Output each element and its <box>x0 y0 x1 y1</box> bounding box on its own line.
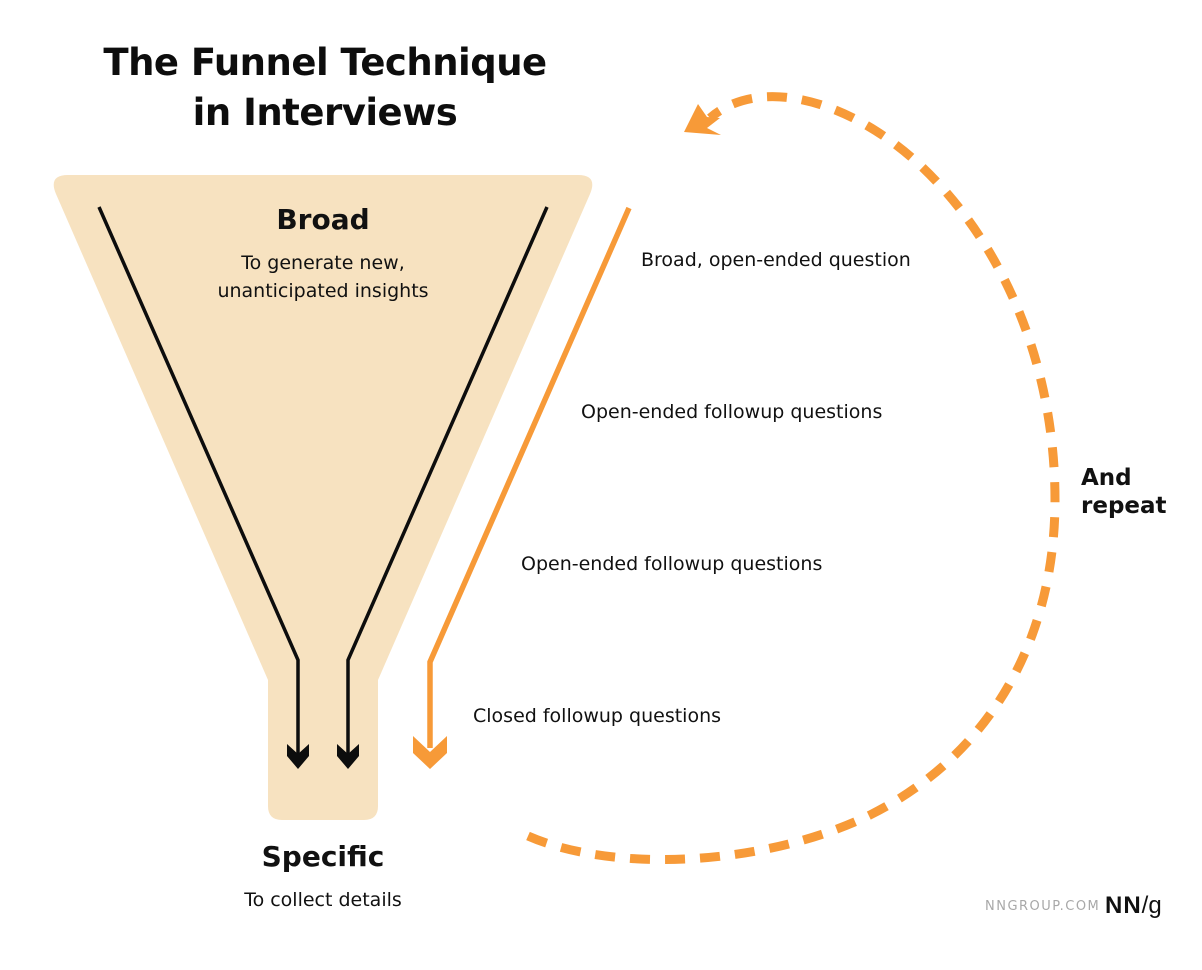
repeat-label: And repeat <box>1081 464 1167 520</box>
right-narrowing-arrow-icon <box>337 206 549 769</box>
footer-site-url: NNGROUP.COM <box>985 899 1101 914</box>
broad-description: To generate new, unanticipated insights <box>173 249 473 305</box>
nng-logo-nn: NN <box>1105 892 1142 919</box>
title-line-1: The Funnel Technique <box>103 41 547 84</box>
specific-heading: Specific <box>261 840 385 873</box>
question-progression-arrow-icon <box>413 206 632 769</box>
broad-heading: Broad <box>276 203 370 236</box>
repeat-label-line-1: And <box>1081 465 1132 491</box>
question-step-4: Closed followup questions <box>473 705 722 727</box>
title-line-2: in Interviews <box>192 91 458 134</box>
question-step-3: Open-ended followup questions <box>521 553 823 575</box>
nng-logo: NN/g <box>1105 891 1162 920</box>
question-step-1: Broad, open-ended question <box>641 249 911 271</box>
question-step-2: Open-ended followup questions <box>581 401 883 423</box>
left-narrowing-arrow-icon <box>97 206 309 769</box>
broad-description-line-2: unanticipated insights <box>217 280 429 302</box>
diagram-title: The Funnel Technique in Interviews <box>60 38 590 138</box>
funnel-shape <box>53 175 593 820</box>
broad-description-line-1: To generate new, <box>241 252 405 274</box>
repeat-cycle-arrow-icon <box>526 92 1060 864</box>
specific-description: To collect details <box>244 889 402 911</box>
repeat-label-line-2: repeat <box>1081 493 1167 519</box>
nng-logo-g: /g <box>1141 892 1162 919</box>
